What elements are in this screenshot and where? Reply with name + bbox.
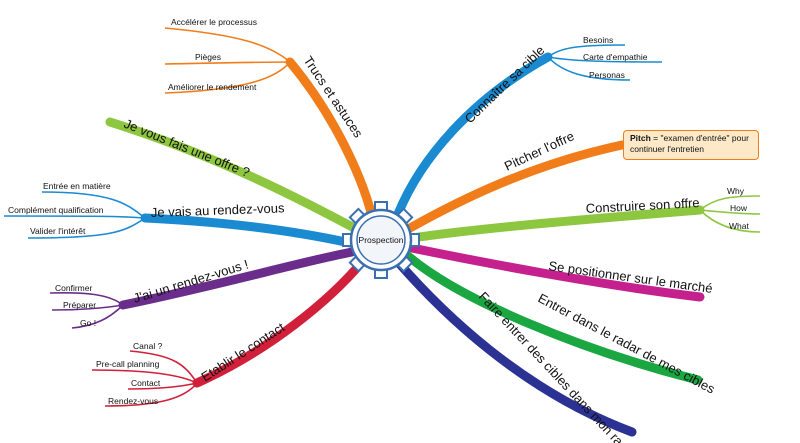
construire-item-3: What [729,221,749,231]
rdv-item-2: Complément qualification [8,205,104,215]
etablir-item-3: Contact [131,378,161,388]
etablir-item-2: Pre-call planning [96,359,160,369]
branch-etablir-contact [192,257,367,388]
branch-label-offre: Je vous fais une offre ? [122,116,252,180]
jai-item-3: Go ! [80,318,96,328]
trucs-item-2: Pièges [195,52,221,62]
etablir-item-4: Rendez-vous [108,396,158,406]
branch-faire-entrer [393,257,637,437]
pitch-note: Pitch = "examen d'entrée" pour continuer… [623,130,759,160]
branch-pitcher [405,140,627,233]
connaitre-item-2: Carte d'empathie [583,52,648,62]
branch-jai-rdv [118,247,357,310]
branch-label-etablir: Etablir le contact [198,319,287,384]
branch-radar [403,251,703,385]
trucs-item-3: Améliorer le rendement [168,82,257,92]
branch-label-connaitre: Connaître sa cible [462,43,548,127]
rdv-item-1: Entrée en matière [43,181,111,191]
etablir-item-1: Canal ? [133,341,163,351]
pitch-note-bold: Pitch [630,133,651,143]
branch-positionner [407,243,705,302]
construire-item-1: Why [727,186,745,196]
trucs-item-1: Accélérer le processus [171,17,257,27]
center-label: Prospection [359,235,404,245]
jai-item-1: Confirmer [55,283,92,293]
branch-trucs-et-astuces [285,57,377,221]
rdv-item-3: Valider l'intérêt [30,226,86,236]
branch-rendez-vous [140,213,355,248]
jai-item-2: Préparer [63,300,96,310]
branch-label-construire: Construire son offre [585,195,700,216]
center-gear [342,201,420,279]
pitch-note-text: = "examen d'entrée" pour continuer l'ent… [630,133,749,154]
branch-connaitre [393,52,553,219]
connaitre-item-1: Besoins [583,35,613,45]
construire-item-2: How [730,203,748,213]
connaitre-item-3: Personas [589,70,625,80]
branch-construire [407,205,705,243]
branch-offre [105,117,363,235]
branch-label-rendez-vous: Je vais au rendez-vous [151,200,286,220]
